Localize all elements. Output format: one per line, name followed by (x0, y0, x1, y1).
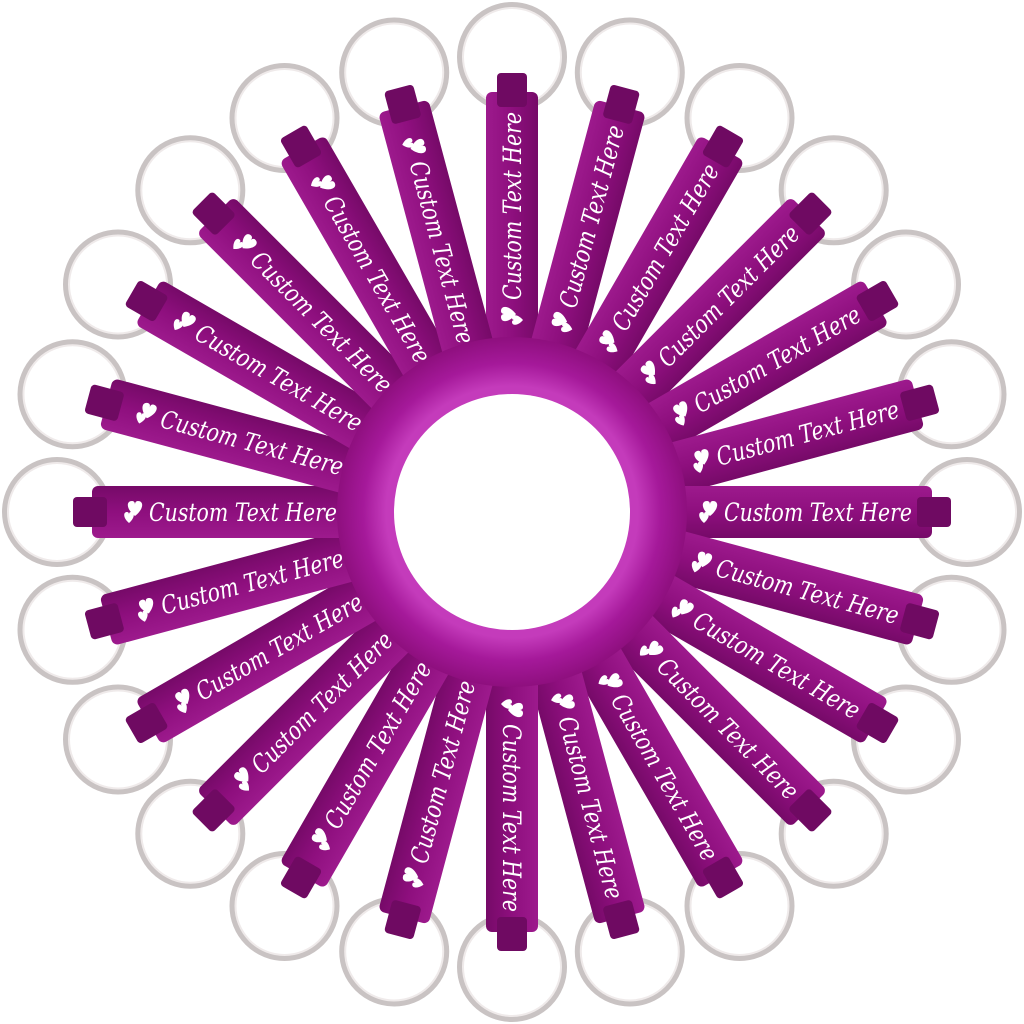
engraved-text: Custom Text Here (498, 112, 527, 300)
keychain-strap: Custom Text Here (662, 486, 951, 538)
double-heart-icon (124, 501, 143, 523)
double-heart-icon (402, 867, 424, 888)
double-heart-icon (138, 598, 154, 622)
double-heart-icon (136, 402, 157, 424)
double-heart-icon (173, 311, 196, 331)
engraved-text: Custom Text Here (149, 498, 337, 527)
double-heart-icon (233, 234, 257, 250)
engraved-text: Custom Text Here (497, 724, 526, 912)
double-heart-icon (671, 599, 694, 618)
double-heart-icon (640, 360, 656, 385)
engraved-text: Custom Text Here (724, 498, 912, 527)
double-heart-icon (551, 311, 573, 333)
double-heart-icon (402, 138, 426, 154)
keychain-strap: Custom Text Here (73, 486, 362, 538)
split-ring-icon (135, 135, 246, 246)
double-heart-icon (699, 501, 718, 523)
keychain-strap: Custom Text Here (486, 73, 538, 362)
split-ring-icon (778, 778, 889, 889)
split-ring-icon (135, 778, 246, 889)
keychain-strap: Custom Text Here (486, 662, 538, 951)
double-heart-icon (175, 688, 190, 714)
double-heart-icon (234, 767, 250, 791)
hub-hole (394, 394, 630, 630)
double-heart-icon (673, 401, 688, 426)
double-heart-icon (310, 175, 336, 190)
center-hub (337, 337, 687, 687)
double-heart-icon (639, 640, 664, 656)
double-heart-icon (599, 330, 618, 353)
double-heart-icon (311, 828, 331, 851)
double-heart-icon (501, 699, 523, 718)
double-heart-icon (598, 673, 623, 688)
double-heart-icon (693, 449, 709, 473)
double-heart-icon (691, 551, 713, 573)
double-heart-icon (501, 306, 523, 325)
split-ring-icon (778, 135, 889, 246)
double-heart-icon (551, 693, 575, 709)
